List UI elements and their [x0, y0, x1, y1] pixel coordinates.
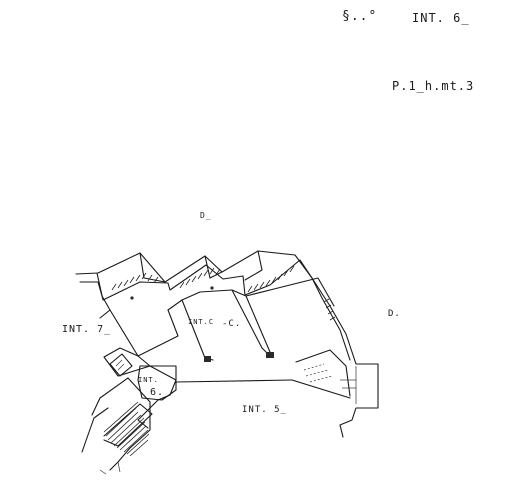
int-6-digit: 6.: [150, 387, 164, 398]
int-6-label: INT.: [138, 376, 159, 384]
column-symbol: [109, 353, 133, 377]
header-floor-ref: P.1_h.mt.3: [392, 79, 474, 93]
right-room-steps: [303, 363, 333, 383]
room-small-label: INT.C: [188, 318, 214, 326]
wall-hatching: [111, 265, 336, 321]
stair-treads: [103, 401, 150, 457]
north-d-label: D_: [200, 211, 212, 220]
room-c-label: -C.: [222, 319, 241, 329]
plan-outline: [75, 250, 379, 475]
header-unit-ref: INT. 6_: [412, 11, 470, 25]
fixture-marks: [130, 286, 274, 362]
east-d-label: D.: [388, 309, 401, 319]
int-5-label: INT. 5_: [242, 405, 287, 415]
int-7-label: INT. 7_: [62, 324, 111, 335]
header-scribble: §..°: [342, 9, 377, 24]
